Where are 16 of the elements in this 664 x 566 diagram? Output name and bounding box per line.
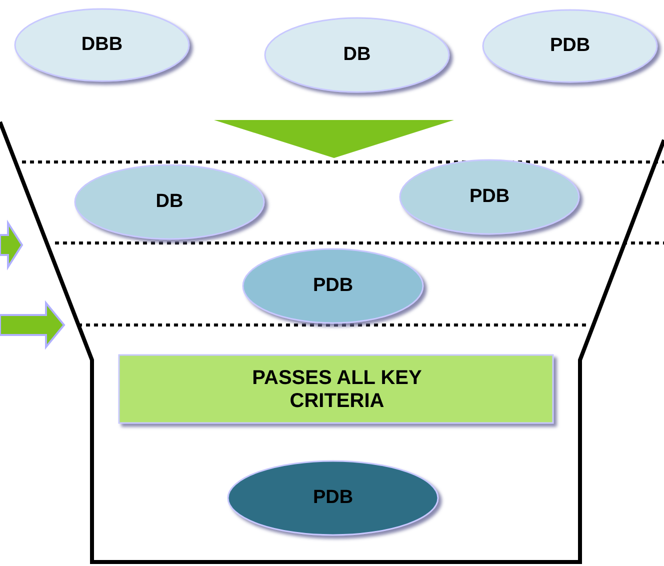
node-label: PDB (312, 275, 354, 297)
ellipse-node (397, 157, 582, 237)
node-label: PDB (312, 487, 354, 509)
ellipse-node (480, 7, 660, 85)
node-label: DB (343, 44, 371, 66)
ellipse-node (262, 15, 452, 95)
node-label: PDB (550, 35, 590, 57)
node-label: PDB (469, 186, 510, 208)
node-label: DBB (81, 34, 123, 56)
node-label: DB (156, 191, 184, 213)
criteria-text: PASSES ALL KEY CRITERIA (252, 367, 422, 413)
ellipse-node (72, 162, 267, 242)
ellipse-node (225, 458, 441, 538)
ellipse-node (240, 246, 426, 326)
criteria-box (118, 354, 556, 426)
ellipse-node (12, 6, 192, 84)
